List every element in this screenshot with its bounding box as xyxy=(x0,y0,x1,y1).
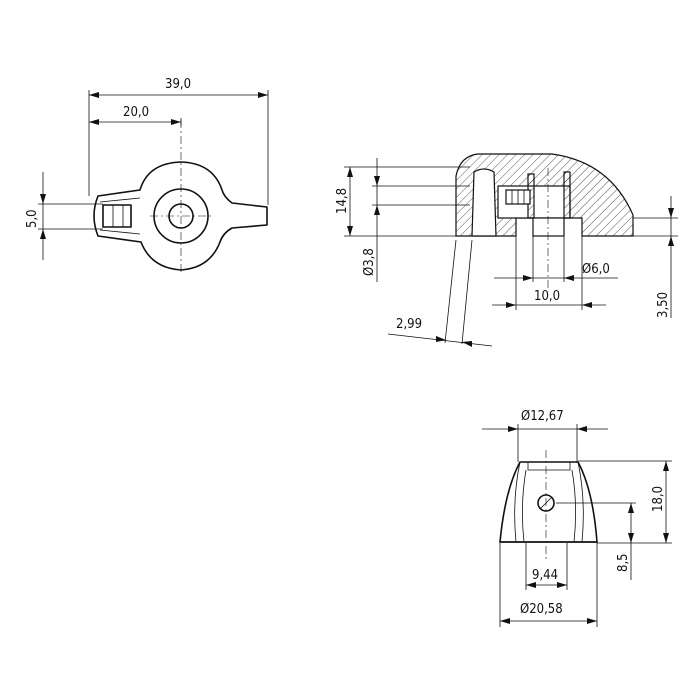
dim-label-14-8: 14,8 xyxy=(335,188,350,214)
dim-label-3-8: Ø3,8 xyxy=(362,248,377,276)
dim-label-12-67: Ø12,67 xyxy=(521,409,564,424)
side-section-view: 14,8 Ø3,8 2,99 Ø6,0 10,0 xyxy=(335,153,678,347)
dim-label-10: 10,0 xyxy=(534,289,560,304)
pointer-insert xyxy=(102,204,132,228)
shaft-bore xyxy=(532,217,565,237)
dim-label-20: 20,0 xyxy=(123,105,149,120)
dim-label-3-50: 3,50 xyxy=(656,292,671,318)
dim-label-20-58: Ø20,58 xyxy=(520,602,563,617)
dim-label-39: 39,0 xyxy=(165,77,191,92)
top-view-outline xyxy=(93,161,268,271)
dim-label-5: 5,0 xyxy=(25,209,40,228)
front-view-outline xyxy=(499,461,598,543)
dim-label-8-5: 8,5 xyxy=(616,553,631,572)
dim-label-2-99: 2,99 xyxy=(396,317,422,332)
pointer-slot xyxy=(471,168,497,237)
top-view: 39,0 20,0 5,0 xyxy=(25,77,269,272)
dim-label-9-44: 9,44 xyxy=(532,568,558,583)
front-view: Ø12,67 18,0 8,5 9,44 Ø20,58 xyxy=(482,409,672,627)
dim-label-18: 18,0 xyxy=(651,486,666,512)
dim-label-6: Ø6,0 xyxy=(582,262,610,277)
